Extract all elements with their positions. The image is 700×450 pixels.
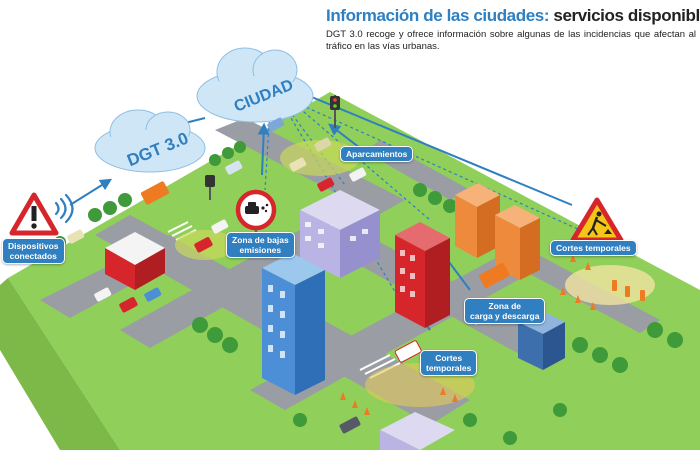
building-lavender-bottom <box>380 412 455 450</box>
emissions-sign-icon <box>235 189 277 240</box>
building-blue-tower <box>262 253 325 395</box>
building-lavender <box>300 190 380 278</box>
page-title: Información de las ciudades: servicios d… <box>326 6 700 26</box>
roadworks-icon <box>570 197 624 243</box>
label-zona-bajas-emisiones: Zona de bajas emisiones <box>226 232 295 258</box>
building-red-small <box>105 232 165 290</box>
cloud-dgt <box>94 109 206 173</box>
title-highlight: Información de las ciudades: <box>326 6 550 25</box>
label-cortes-temporales-bottom: Cortes temporales <box>420 350 478 376</box>
building-red-tower <box>395 222 450 328</box>
label-aparcamientos: Aparcamientos <box>340 146 414 162</box>
title-rest: servicios disponibles <box>553 6 700 25</box>
traffic-light-icon <box>205 95 340 200</box>
warning-icon <box>9 192 59 236</box>
description: DGT 3.0 recoge y ofrece información sobr… <box>326 29 696 52</box>
label-cortes-temporales-right: Cortes temporales <box>550 240 637 256</box>
cloud-ciudad <box>196 47 314 123</box>
label-dispositivos-conectados: Dispositivos conectados <box>2 238 65 264</box>
road-workers <box>612 280 645 301</box>
traffic-cones <box>340 254 596 415</box>
vehicles <box>67 117 510 434</box>
label-zona-carga-descarga: Zona de carga y descarga <box>464 298 546 324</box>
wifi-icon <box>54 193 74 224</box>
